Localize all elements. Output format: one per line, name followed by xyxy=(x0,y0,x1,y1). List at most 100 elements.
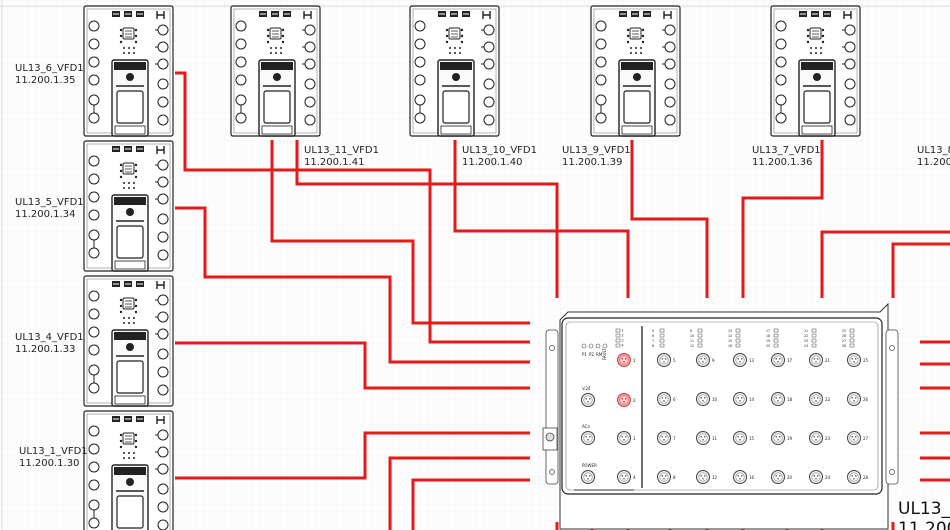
switch-port[interactable] xyxy=(617,393,631,407)
port-led xyxy=(735,343,741,348)
switch-port[interactable] xyxy=(657,470,671,484)
wire[interactable] xyxy=(175,431,530,480)
port-led xyxy=(615,333,621,338)
wire[interactable] xyxy=(175,71,530,344)
port-number: 4 xyxy=(633,475,636,480)
switch-port[interactable] xyxy=(809,431,823,445)
vfd-ip-label: 11.200.1 xyxy=(917,157,950,168)
wire[interactable] xyxy=(453,140,630,298)
port-led-label: 7 xyxy=(652,339,654,343)
port-led-label: 6 xyxy=(652,334,654,338)
vfd-name-label: UL13_1_VFD1 xyxy=(19,446,88,457)
port-label: ACo xyxy=(582,424,590,429)
switch-port[interactable] xyxy=(771,392,785,406)
vfd-device[interactable] xyxy=(83,275,174,407)
switch-port[interactable] xyxy=(847,470,861,484)
vfd-device[interactable] xyxy=(409,5,500,137)
port-led xyxy=(659,338,665,343)
switch-port[interactable] xyxy=(809,353,823,367)
switch-port[interactable] xyxy=(581,431,595,445)
status-led-label: FAULT xyxy=(602,348,607,360)
vfd-device[interactable] xyxy=(83,140,174,272)
switch-title: UL13_ xyxy=(898,499,950,519)
vfd-device[interactable] xyxy=(230,5,321,137)
wire[interactable] xyxy=(741,140,824,298)
port-led-label: 11 xyxy=(690,339,694,343)
switch-port[interactable] xyxy=(847,353,861,367)
port-led xyxy=(773,328,779,333)
switch-port[interactable] xyxy=(809,392,823,406)
wire[interactable] xyxy=(891,242,950,298)
vfd-name-label: UL13_6_VFD1 xyxy=(15,63,84,74)
switch-port[interactable] xyxy=(733,431,747,445)
switch-port[interactable] xyxy=(771,470,785,484)
port-led xyxy=(773,338,779,343)
switch-port[interactable] xyxy=(771,353,785,367)
wire[interactable] xyxy=(820,230,950,298)
switch-port[interactable] xyxy=(657,431,671,445)
port-led xyxy=(773,343,779,348)
port-led-label: 8 xyxy=(652,344,654,348)
switch-port[interactable] xyxy=(696,470,710,484)
wire[interactable] xyxy=(270,140,530,325)
switch-port[interactable] xyxy=(809,470,823,484)
switch-port[interactable] xyxy=(733,470,747,484)
switch-port[interactable] xyxy=(733,353,747,367)
vfd-ip-label: 11.200.1.30 xyxy=(19,458,79,469)
port-led xyxy=(697,338,703,343)
vfd-name-label: UL13_11_VFD1 xyxy=(304,145,379,156)
status-led xyxy=(588,343,594,349)
port-number: 28 xyxy=(863,475,869,480)
port-led xyxy=(811,343,817,348)
switch-port[interactable] xyxy=(696,392,710,406)
switch-port[interactable] xyxy=(771,431,785,445)
port-led xyxy=(849,343,855,348)
port-number: 23 xyxy=(825,436,831,441)
switch-port[interactable] xyxy=(617,431,631,445)
status-led xyxy=(581,343,587,349)
switch-port[interactable] xyxy=(657,392,671,406)
port-number: 8 xyxy=(673,475,676,480)
port-led-label: 17 xyxy=(766,329,770,333)
wire[interactable] xyxy=(411,478,530,530)
switch-port[interactable] xyxy=(581,470,595,484)
vfd-device[interactable] xyxy=(83,410,174,530)
switch-port[interactable] xyxy=(696,431,710,445)
vfd-name-label: UL13_10_VFD1 xyxy=(462,145,537,156)
port-led xyxy=(659,333,665,338)
wire[interactable] xyxy=(175,206,530,364)
port-led xyxy=(697,343,703,348)
port-led xyxy=(615,338,621,343)
port-number: 13 xyxy=(749,358,755,363)
port-number: 15 xyxy=(749,436,755,441)
wire[interactable] xyxy=(388,456,530,530)
wire[interactable] xyxy=(295,140,559,298)
switch-port[interactable] xyxy=(617,353,631,367)
vfd-ip-label: 11.200.1.41 xyxy=(304,157,364,168)
port-led-label: 12 xyxy=(690,344,694,348)
switch-port[interactable] xyxy=(847,431,861,445)
vfd-device[interactable] xyxy=(770,5,861,137)
wire[interactable] xyxy=(175,341,530,390)
switch-port[interactable] xyxy=(657,353,671,367)
port-number: 26 xyxy=(863,397,869,402)
switch-port[interactable] xyxy=(581,393,595,407)
wire[interactable] xyxy=(630,140,709,298)
port-led-label: 25 xyxy=(842,329,846,333)
switch-port[interactable] xyxy=(696,353,710,367)
port-led-label: 3 xyxy=(622,339,624,343)
switch-port[interactable] xyxy=(847,392,861,406)
vfd-device[interactable] xyxy=(83,5,174,137)
switch-port[interactable] xyxy=(733,392,747,406)
port-led-label: 5 xyxy=(652,329,654,333)
port-number: 10 xyxy=(712,397,718,402)
port-number: 21 xyxy=(825,358,831,363)
port-label: POWER xyxy=(582,463,597,468)
vfd-device[interactable] xyxy=(590,5,681,137)
port-led-label: 2 xyxy=(622,334,624,338)
switch-port[interactable] xyxy=(617,470,631,484)
port-led-label: 13 xyxy=(728,329,732,333)
status-led xyxy=(602,343,608,349)
port-led-label: 22 xyxy=(804,334,808,338)
